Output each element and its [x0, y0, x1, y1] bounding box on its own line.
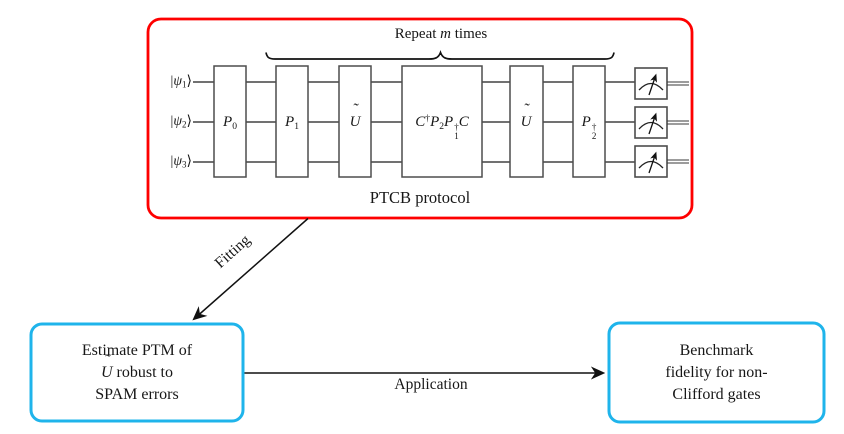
tilde-accent: ˜ [524, 100, 530, 118]
gate-box-u-first [338, 65, 372, 178]
gate-box-p2-dagger [572, 65, 606, 178]
gate-box-central [401, 65, 483, 178]
gate-box-u-second [509, 65, 544, 178]
classical-wire-3 [667, 159, 689, 164]
repeat-label-pre: Repeat [394, 26, 441, 42]
measurement-meter-icon-3 [634, 145, 668, 178]
repeat-label-post: times [451, 26, 488, 42]
estimate-box-text: Estimate PTM of U˜ robust to SPAM errors [31, 324, 243, 421]
tilde-accent: ˜ [105, 350, 111, 370]
repeat-label-var: m [440, 26, 451, 42]
gate-box-p1 [275, 65, 309, 178]
classical-wire-1 [667, 81, 689, 86]
measurement-meter-icon-1 [634, 67, 668, 100]
qubit-label-1: |ψ1⟩ [170, 74, 192, 90]
benchmark-line-3: Clifford gates [672, 385, 761, 403]
gate-label-u-first: U˜ [349, 100, 361, 130]
repeat-label: Repeat m times [356, 26, 526, 43]
estimate-line-3: SPAM errors [95, 385, 179, 403]
repeat-brace [265, 50, 615, 60]
fitting-arrow [192, 217, 309, 321]
estimate-line-2: U˜ robust to [100, 350, 173, 381]
benchmark-line-2: fidelity for non- [665, 363, 768, 381]
application-arrow-label: Application [394, 376, 468, 393]
protocol-title: PTCB protocol [369, 188, 471, 207]
qubit-label-3: |ψ3⟩ [170, 154, 192, 170]
gate-label-p1: P1 [285, 114, 299, 132]
gate-label-p2-dagger: P†2 [581, 114, 597, 142]
benchmark-box [607, 321, 826, 424]
gate-label-p0: P0 [223, 114, 237, 132]
tilde-accent: ˜ [353, 100, 359, 118]
benchmark-line-1: Benchmark [679, 341, 754, 359]
benchmark-box-text: Benchmark fidelity for non- Clifford gat… [609, 323, 824, 422]
estimate-line-1: Estimate PTM of [81, 341, 193, 359]
classical-wire-2 [667, 120, 689, 125]
gate-box-p0 [213, 65, 247, 178]
gate-label-u-second: U˜ [520, 100, 532, 130]
qubit-label-2: |ψ2⟩ [170, 114, 192, 130]
protocol-red-box [146, 17, 694, 220]
measurement-meter-icon-2 [634, 106, 668, 139]
estimate-box [29, 322, 245, 423]
